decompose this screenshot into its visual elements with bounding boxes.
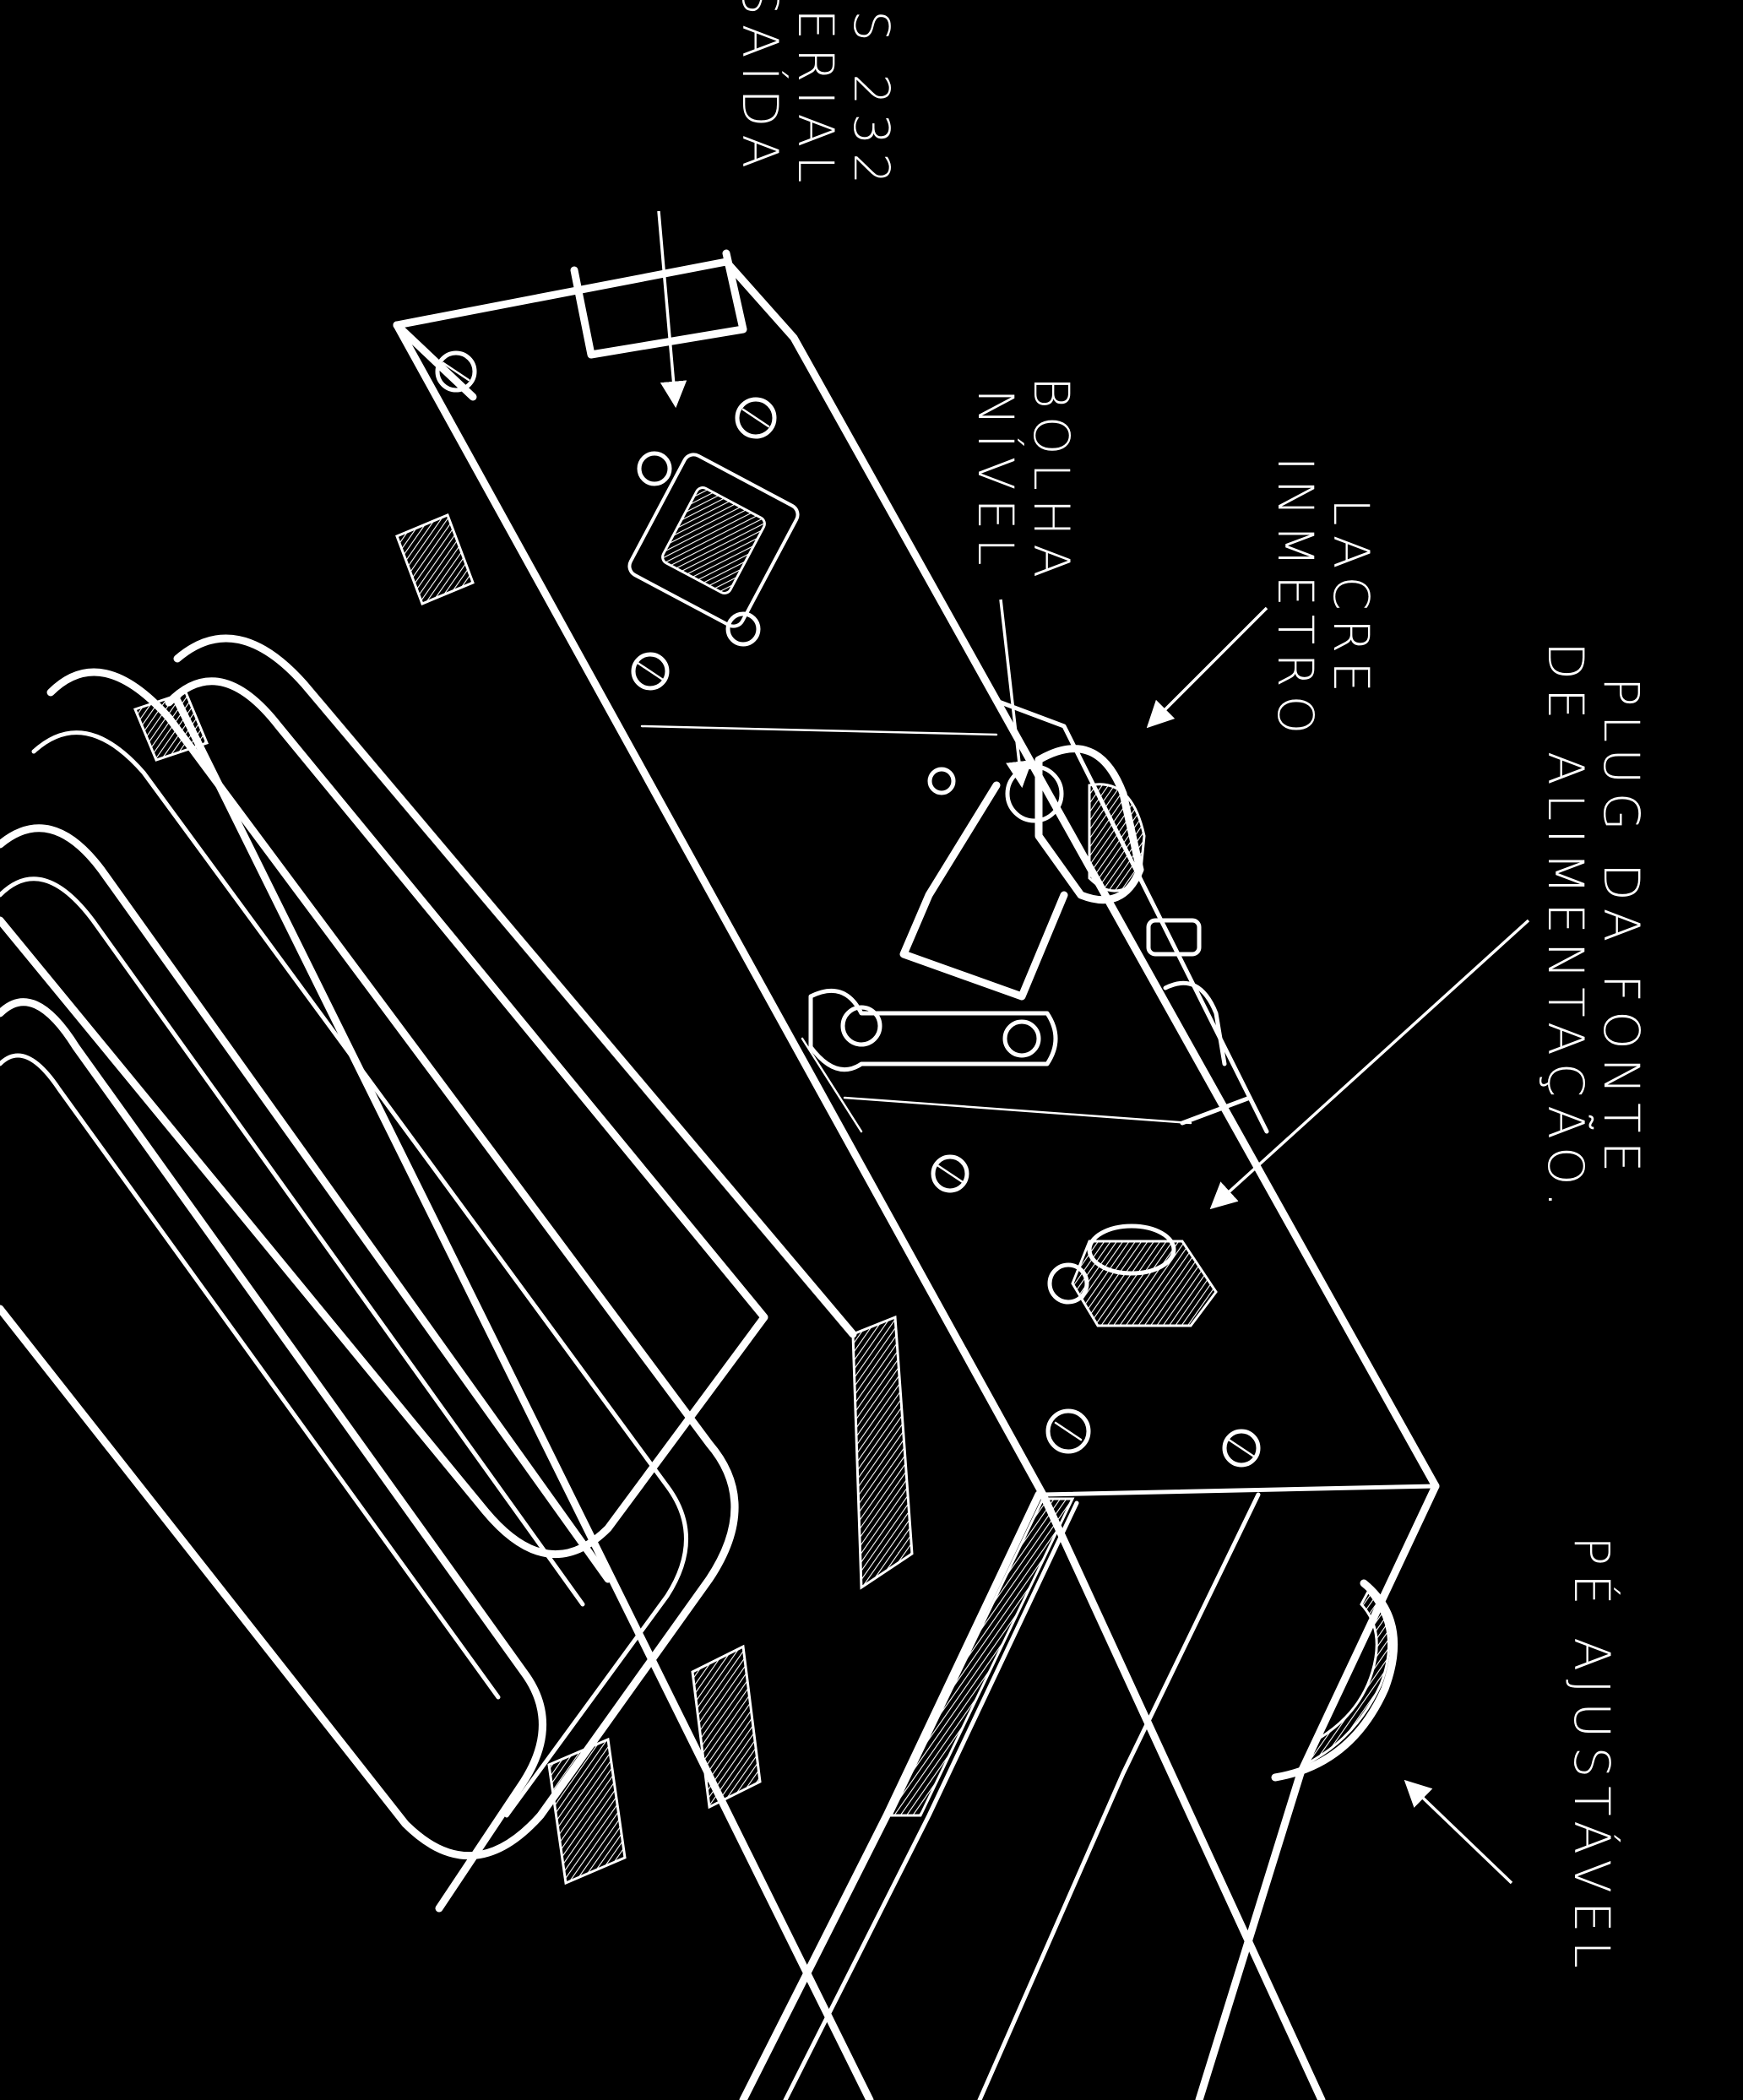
adjustable-foot-leader [1404, 1779, 1513, 1885]
label-adjustable-foot: PÉ AJUSTÁVEL [1563, 1536, 1621, 1977]
label-level-bubble-line-1: BOLHA [1023, 377, 1080, 586]
label-level-bubble-line-2: NÍVEL [967, 388, 1025, 573]
level-bubble-assembly [808, 745, 1227, 1072]
label-power-plug-line-1: PLUG DA FONTE [1593, 677, 1650, 1180]
label-adjustable-foot-line-1: PÉ AJUSTÁVEL [1563, 1536, 1621, 1977]
label-power-plug-line-2: DE ALIMENTAÇÃO. [1537, 642, 1594, 1215]
label-seal-line-2: INMETRO [1267, 457, 1324, 743]
seal-leader [1146, 606, 1268, 729]
label-seal-line-1: LACRE [1322, 498, 1380, 701]
serial-output-leader [657, 210, 687, 409]
panel-screws [435, 350, 1261, 1468]
label-level-bubble: BOLHA NÍVEL [967, 377, 1080, 586]
label-serial-output-line-1: SAÍDA [731, 0, 790, 176]
leader-lines [657, 210, 1530, 1885]
level-bubble-leader [999, 599, 1033, 789]
power-plug-leader [1209, 919, 1530, 1210]
label-serial-output: SAÍDA SERIAL RS 232 [731, 0, 900, 193]
label-power-plug: PLUG DA FONTE DE ALIMENTAÇÃO. [1537, 642, 1650, 1215]
adjustable-foot [1271, 1579, 1398, 1782]
power-plug [1047, 1224, 1218, 1327]
scale-housing [0, 249, 1440, 2100]
label-serial-output-line-2: SERIAL [787, 0, 844, 191]
serial-port [627, 451, 800, 647]
label-serial-output-line-3: RS 232 [843, 0, 900, 193]
label-seal: LACRE INMETRO [1267, 457, 1380, 743]
